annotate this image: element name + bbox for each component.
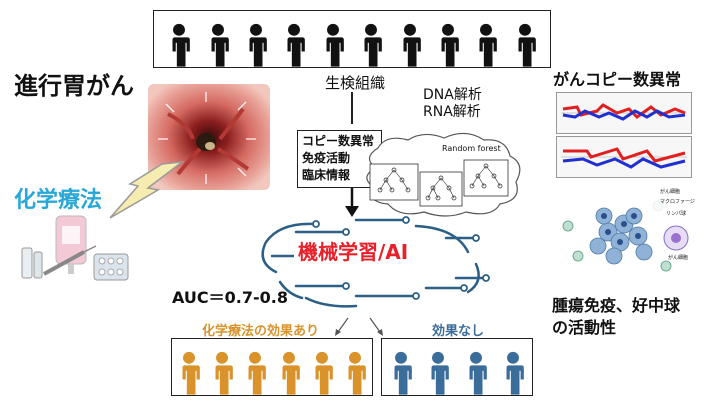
immune-legend-4: がん細胞 [668, 255, 689, 261]
person-icon [473, 23, 499, 67]
person-icon [281, 23, 307, 67]
person-icon [205, 23, 231, 67]
feature-immune: 免疫活動 [302, 151, 351, 165]
immune-legend-3: リンパ球 [666, 211, 687, 217]
auc-label: AUC＝0.7-0.8 [172, 288, 288, 307]
person-icon [243, 23, 269, 67]
not-effective-people-row [382, 339, 532, 395]
biopsy-cohort-box [153, 10, 551, 68]
person-icon [309, 351, 335, 395]
person-icon [463, 351, 489, 395]
immune-legend-2: マクロファージ [660, 199, 695, 205]
biopsy-label: 生検組織 [325, 74, 386, 92]
chemotherapy-label: 化学療法 [14, 188, 103, 213]
person-icon [320, 23, 346, 67]
person-icon [500, 351, 526, 395]
immune-title-line2: の活動性 [552, 318, 617, 337]
person-icon [209, 351, 235, 395]
feature-copy-number: コピー数異常 [302, 134, 375, 148]
person-icon [435, 23, 461, 67]
person-icon [276, 351, 302, 395]
biopsy-connector [351, 92, 353, 124]
cnv-plot-top [556, 92, 692, 134]
page-title: 進行胃がん [14, 72, 134, 100]
person-icon [166, 23, 192, 67]
cnv-plot-bottom [556, 136, 692, 178]
person-icon [397, 23, 423, 67]
top-people-row [154, 11, 550, 67]
person-icon [388, 351, 414, 395]
cnv-title: がんコピー数異常 [553, 70, 682, 89]
feature-clinical: 臨床情報 [302, 168, 351, 182]
drug-bag-icon [21, 215, 129, 281]
effective-people-row [172, 339, 372, 395]
rna-analysis-label: RNA解析 [423, 104, 481, 120]
effective-label: 化学療法の効果あり [202, 324, 320, 339]
random-forest-label: Random forest [442, 144, 501, 153]
random-forest-cloud [366, 132, 521, 217]
machine-learning-label: 機械学習/AI [294, 236, 413, 265]
person-icon [425, 351, 451, 395]
not-effective-label: 効果なし [432, 324, 485, 339]
ai-brain-circuit [261, 216, 490, 308]
person-icon [512, 23, 538, 67]
person-icon [358, 23, 384, 67]
split-arrows [335, 317, 383, 336]
person-icon [342, 351, 368, 395]
not-effective-cohort-box [381, 338, 533, 396]
tumor-immune-diagram [548, 186, 700, 278]
effective-cohort-box [171, 338, 373, 396]
person-icon [242, 351, 268, 395]
person-icon [176, 351, 202, 395]
immune-legend-1: がん細胞 [660, 189, 681, 195]
immune-title-line1: 腫瘍免疫、好中球 [552, 296, 681, 315]
lightning-icon [109, 161, 184, 219]
down-arrow [345, 188, 359, 217]
dna-analysis-label: DNA解析 [423, 87, 482, 103]
